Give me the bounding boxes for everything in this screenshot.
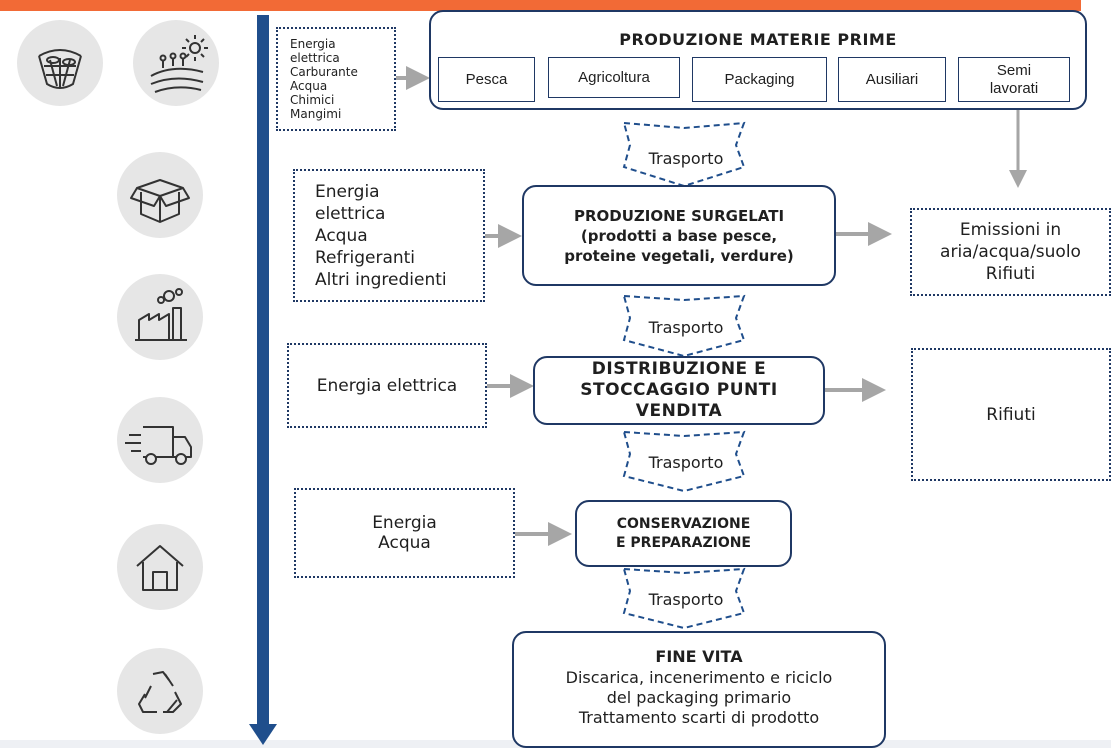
transport-chevron — [622, 294, 746, 358]
transport-label: Trasporto — [648, 590, 724, 609]
input-conservazione: Energia Acqua — [294, 488, 515, 578]
stage-materie-prime-title: PRODUZIONE MATERIE PRIME — [619, 30, 897, 49]
raw-material-pesca: Pesca — [438, 57, 535, 102]
raw-material-ausiliari: Ausiliari — [838, 57, 946, 102]
raw-material-agricoltura: Agricoltura — [548, 57, 680, 98]
stage-fine-vita-detail: Discarica, incenerimento e riciclo del p… — [565, 668, 833, 727]
transport-label: Trasporto — [648, 453, 724, 472]
stage-fine-vita: FINE VITA Discarica, incenerimento e ric… — [512, 631, 886, 748]
raw-material-packaging: Packaging — [692, 57, 827, 102]
input-surgelati: Energia elettrica Acqua Refrigeranti Alt… — [293, 169, 485, 302]
house-icon — [117, 524, 203, 610]
transport-chevron — [622, 430, 746, 493]
stage-distribuzione: DISTRIBUZIONE E STOCCAGGIO PUNTI VENDITA — [533, 356, 825, 425]
transport-label: Trasporto — [648, 318, 724, 337]
stage-surgelati: PRODUZIONE SURGELATI (prodotti a base pe… — [522, 185, 836, 286]
stage-conservazione: CONSERVAZIONE E PREPARAZIONE — [575, 500, 792, 567]
stage-fine-vita-title: FINE VITA — [655, 647, 743, 666]
top-accent-bar — [0, 0, 1081, 11]
factory-icon — [117, 274, 203, 360]
output-rifiuti: Rifiuti — [911, 348, 1111, 481]
fishing-net-icon — [17, 20, 103, 106]
recycle-icon — [117, 648, 203, 734]
transport-label: Trasporto — [648, 149, 724, 168]
input-materie-prime: Energia elettrica Carburante Acqua Chimi… — [276, 27, 396, 131]
output-emissioni: Emissioni in aria/acqua/suolo Rifiuti — [910, 208, 1111, 296]
box-icon — [117, 152, 203, 238]
transport-chevron — [622, 121, 746, 188]
input-distribuzione: Energia elettrica — [287, 343, 487, 428]
farm-field-icon — [133, 20, 219, 106]
delivery-truck-icon — [117, 397, 203, 483]
raw-material-semi-lavorati: Semi lavorati — [958, 57, 1070, 102]
transport-chevron — [622, 567, 746, 630]
timeline-arrow — [249, 15, 277, 745]
